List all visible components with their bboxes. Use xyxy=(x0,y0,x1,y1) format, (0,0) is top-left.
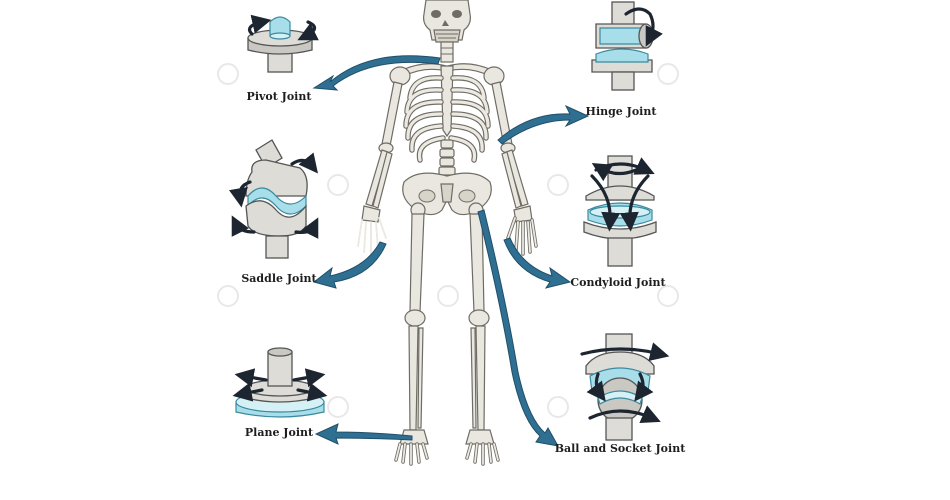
arrow-wrist-to-condyloid xyxy=(503,237,572,289)
condyloid-joint-label: Condyloid Joint xyxy=(570,276,666,289)
watermark xyxy=(217,63,679,418)
pivot-joint-icon xyxy=(247,14,319,73)
ribcage xyxy=(403,75,491,163)
arrow-foot-to-plane xyxy=(314,423,413,445)
arrow-elbow-to-hinge xyxy=(497,104,590,145)
skeleton xyxy=(357,0,538,466)
arrow-neck-to-pivot xyxy=(312,55,441,91)
left-leg xyxy=(394,202,429,466)
right-leg xyxy=(465,202,500,466)
arrow-thumb-to-saddle xyxy=(312,241,387,289)
arrow-hip-to-ball-socket xyxy=(477,209,559,447)
pelvis xyxy=(402,172,492,216)
plane-joint-icon xyxy=(232,347,328,418)
saddle-joint-label: Saddle Joint xyxy=(241,272,317,285)
skull xyxy=(423,0,471,43)
condyloid-joint-icon xyxy=(583,155,657,267)
hinge-joint-icon xyxy=(591,1,663,91)
ball-and-socket-joint-label: Ball and Socket Joint xyxy=(555,442,686,455)
ball-and-socket-joint-icon xyxy=(580,333,670,441)
plane-joint-label: Plane Joint xyxy=(245,426,314,439)
hinge-joint-label: Hinge Joint xyxy=(586,105,658,118)
right-arm xyxy=(491,81,538,256)
saddle-joint-icon xyxy=(228,139,319,259)
pivot-joint-label: Pivot Joint xyxy=(247,90,313,103)
left-arm xyxy=(357,81,403,255)
pointer-arrows xyxy=(312,55,590,447)
spine xyxy=(438,139,456,176)
